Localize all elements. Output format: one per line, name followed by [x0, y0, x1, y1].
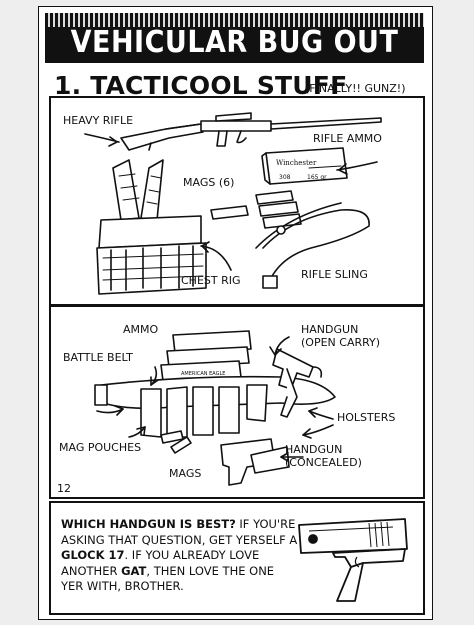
open-carry-handgun-drawing [272, 348, 323, 418]
title-stripe-decoration [45, 13, 424, 27]
label-holsters: HOLSTERS [337, 411, 396, 424]
label-mags-small: MAGS [169, 467, 202, 480]
pistol-mags-drawing [160, 430, 192, 454]
label-ammo: AMMO [123, 323, 159, 336]
label-handgun-concealed: HANDGUN (CONCEALED) [285, 443, 362, 469]
long-guns-illustration: Winchester 308 165 gr [84, 112, 382, 295]
tip-highlight-gat: GAT [121, 563, 147, 578]
ammo-box-brand: Winchester [276, 159, 317, 167]
label-battle-belt: BATTLE BELT [63, 351, 133, 364]
tip-highlight-glock: GLOCK 17 [61, 548, 125, 562]
label-heavy-rifle: HEAVY RIFLE [63, 114, 134, 127]
arrow-heavy-rifle [84, 133, 120, 143]
handguns-illustration: AMERICAN EAGLE [94, 330, 336, 486]
tip-question: WHICH HANDGUN IS BEST? [61, 517, 236, 531]
glock-pistol-drawing [298, 518, 408, 602]
battle-belt-drawing [94, 375, 336, 438]
section-heading: 1. TACTICOOL STUFF [54, 71, 348, 100]
label-mags: MAGS (6) [183, 176, 235, 189]
label-rifle-ammo: RIFLE AMMO [313, 132, 382, 145]
tip-text-1: IF YOU'RE ASKING THAT QUESTION, GET YERS… [61, 517, 298, 547]
chest-rig-drawing [96, 159, 207, 295]
label-chest-rig: CHEST RIG [181, 274, 241, 287]
panel-handguns: AMERICAN EAGLE [49, 305, 425, 499]
label-mag-pouches: MAG POUCHES [59, 441, 142, 454]
label-rifle-sling: RIFLE SLING [301, 268, 368, 281]
ammo-box-caliber: 308 [279, 174, 291, 181]
handgun-ammo-boxes-drawing [160, 330, 252, 382]
arrow-chest-rig [200, 245, 232, 271]
label-handgun-open-carry: HANDGUN (OPEN CARRY) [301, 323, 381, 349]
handgun-ammo-brand: AMERICAN EAGLE [181, 371, 225, 377]
arrow-open-carry [274, 336, 290, 356]
panel-long-guns: Winchester 308 165 gr HEAVY RIFLE [49, 96, 425, 306]
arrow-mag-pouches [128, 426, 146, 438]
arrow-holsters-2 [302, 424, 334, 436]
title-banner: VEHICULAR BUG OUT LIST [45, 13, 424, 63]
rifle-mags-drawing [210, 190, 302, 229]
page-number: 12 [57, 482, 71, 495]
book-page: VEHICULAR BUG OUT LIST 1. TACTICOOL STUF… [38, 6, 433, 620]
panel-handgun-tip: WHICH HANDGUN IS BEST? IF YOU'RE ASKING … [49, 501, 425, 615]
rifle-drawing [120, 112, 382, 151]
page-title: VEHICULAR BUG OUT LIST [70, 25, 399, 63]
tip-text-2: . IF YOU ALREADY LOVE ANOTHER [61, 548, 260, 578]
section-subheading: (FINALLY!! GUNZ!) [305, 82, 406, 95]
rifle-sling-drawing [255, 202, 370, 289]
concealed-handgun-drawing [220, 438, 290, 486]
handgun-tip-text: WHICH HANDGUN IS BEST? IF YOU'RE ASKING … [61, 517, 299, 595]
rifle-ammo-box-drawing [261, 147, 348, 185]
ammo-box-grain: 165 gr [307, 174, 327, 181]
tip-text-3: , THEN LOVE THE ONE YER WITH, BROTHER. [61, 563, 275, 594]
